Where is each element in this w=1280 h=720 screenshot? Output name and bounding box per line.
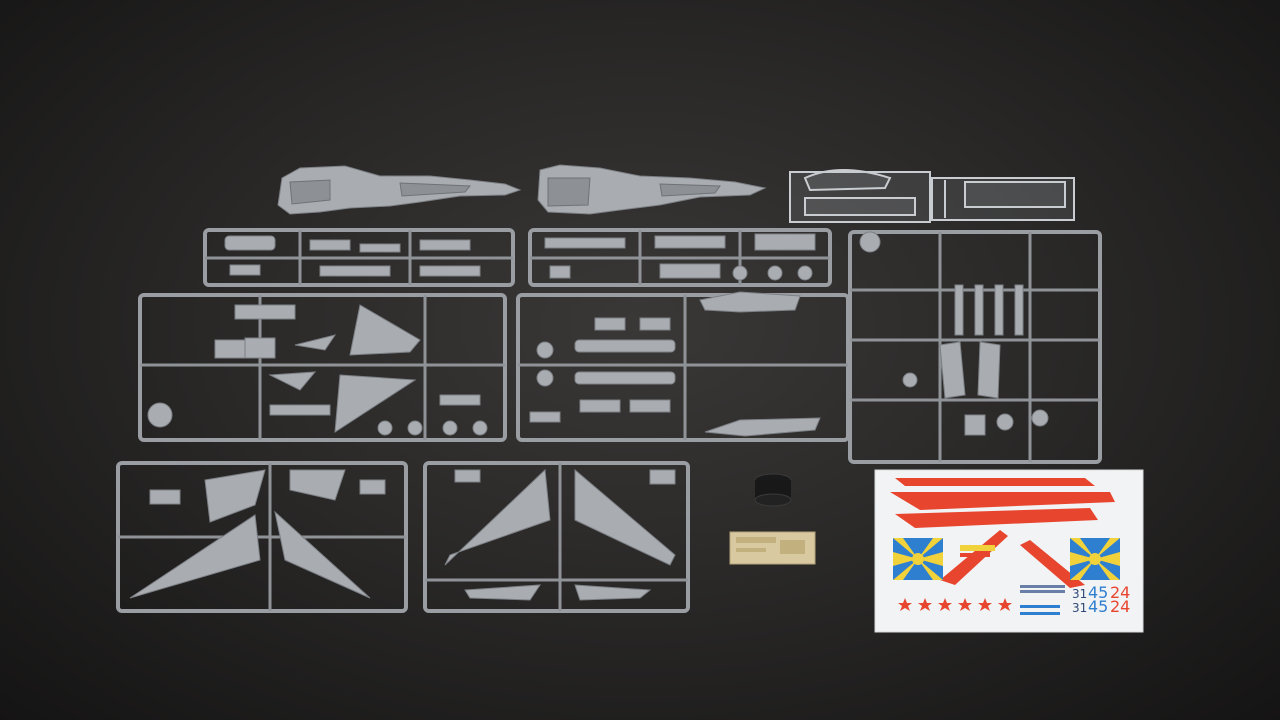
decal-stripe-red <box>940 530 1008 585</box>
red-star-roundels <box>898 598 1012 611</box>
fuselage-half-right <box>537 164 767 215</box>
sprue-frame-e <box>516 291 850 442</box>
decal-number: 24 <box>1110 597 1130 616</box>
sprue-frame-c <box>848 230 1102 464</box>
sprue-frame-f-wings <box>116 461 408 613</box>
decal-stripe-red <box>890 492 1115 510</box>
decal-number: 45 <box>1088 583 1108 602</box>
sprue-frame-b <box>528 228 832 287</box>
decal-number: 45 <box>1088 597 1108 616</box>
decal-stripe-red <box>1020 540 1085 588</box>
clear-parts-sprue-canopy <box>789 169 931 223</box>
clear-parts-sprue-2 <box>931 177 1075 221</box>
decal-number: 31 <box>1072 601 1087 615</box>
air-force-flag-emblem <box>893 538 943 580</box>
decal-stripe-red <box>895 508 1098 528</box>
sprue-frame-g-wings <box>423 461 690 613</box>
sprue-frame-a <box>203 228 515 287</box>
sprue-frame-d <box>138 293 507 442</box>
rubber-part <box>754 473 792 507</box>
fuselage-half-left <box>277 165 522 215</box>
decal-sheet: 31 45 24 31 45 24 <box>874 469 1144 633</box>
decal-stripe-red <box>895 478 1095 486</box>
decal-number: 24 <box>1110 583 1130 602</box>
air-force-flag-emblem <box>1070 538 1120 580</box>
photo-etch-fret <box>729 531 816 565</box>
decal-number: 31 <box>1072 587 1087 601</box>
